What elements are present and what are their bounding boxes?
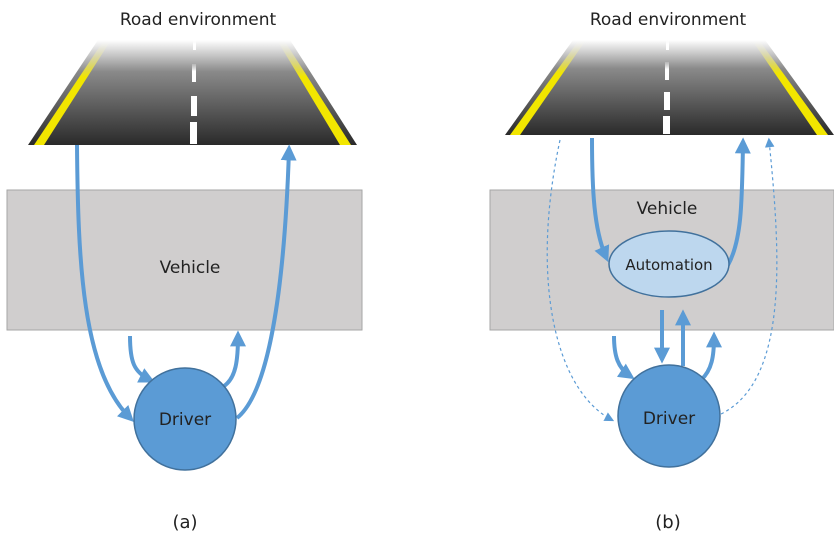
automation-to-road-arrow bbox=[726, 137, 751, 266]
road-icon bbox=[505, 40, 834, 135]
automation-label: Automation bbox=[625, 256, 712, 274]
panel-b-caption: (b) bbox=[655, 512, 680, 533]
vehicle-to-driver-arrow bbox=[128, 335, 156, 383]
panel-b: Road environment Vehicle Automation bbox=[489, 10, 834, 533]
road-icon bbox=[28, 40, 357, 145]
vehicle-box bbox=[6, 189, 363, 331]
road-environment-title: Road environment bbox=[590, 10, 747, 30]
panel-a: Road environment Vehicle Driver (a) bbox=[6, 10, 363, 533]
driver-label: Driver bbox=[159, 410, 211, 430]
driver-node bbox=[133, 367, 237, 471]
driver-node bbox=[617, 364, 721, 468]
driver-to-road-arrow bbox=[235, 144, 297, 420]
driver-to-road-dashed-arrow bbox=[720, 137, 778, 415]
vehicle-label: Vehicle bbox=[160, 258, 221, 278]
vehicle-label: Vehicle bbox=[637, 199, 698, 219]
road-to-automation-arrow bbox=[590, 137, 610, 263]
road-environment-title: Road environment bbox=[120, 10, 277, 30]
driver-to-vehicle-arrow bbox=[699, 331, 722, 382]
driver-label: Driver bbox=[643, 409, 695, 429]
road-to-driver-dashed-arrow bbox=[546, 139, 615, 422]
automation-node bbox=[608, 230, 730, 298]
road-to-driver-arrow bbox=[75, 144, 134, 422]
panel-a-caption: (a) bbox=[172, 512, 197, 533]
vehicle-to-driver-arrow bbox=[612, 335, 635, 380]
driver-to-vehicle-arrow bbox=[222, 330, 246, 388]
